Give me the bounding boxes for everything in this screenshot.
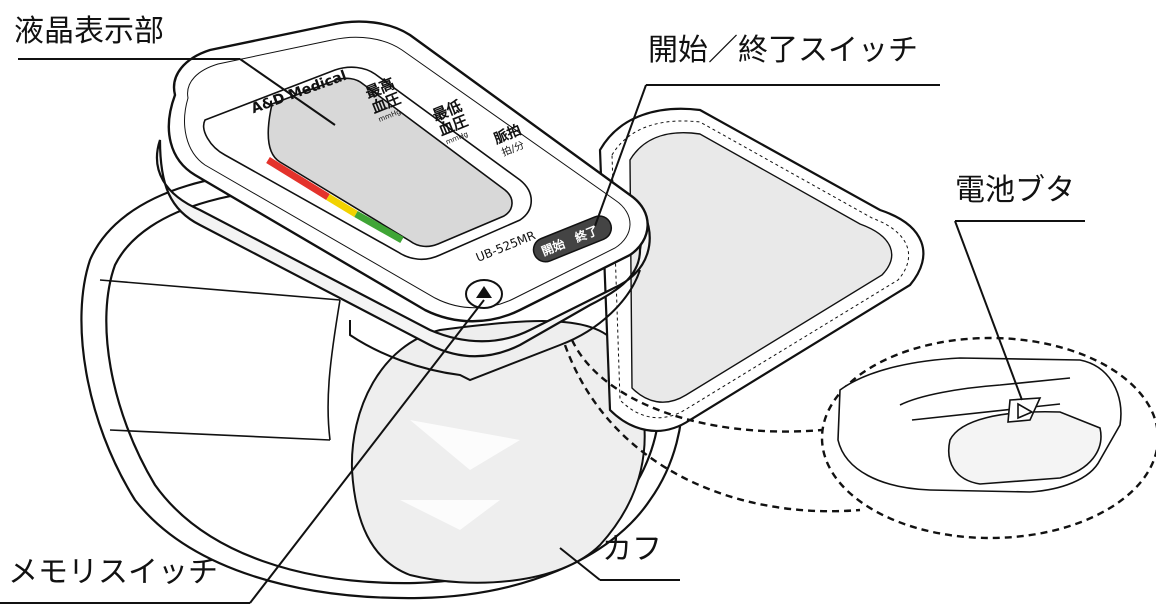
memory-triangle-icon (476, 286, 492, 298)
battery-cover-detail (837, 357, 1122, 493)
memory-switch-label: メモリスイッチ (8, 555, 218, 590)
cuff-inner-shadow-1 (410, 420, 520, 470)
cuff-label: カフ (602, 532, 662, 567)
battery-cover-label: 電池ブタ (955, 173, 1075, 208)
cuff-pad-stitch (611, 120, 909, 419)
zoom-connector-lower (563, 344, 861, 513)
indicator-green (354, 210, 404, 244)
callout-lines (0, 58, 1085, 604)
battery-cover-triangle-icon (1017, 402, 1034, 420)
unit-base-lower (349, 269, 641, 382)
start-stop-button-body[interactable] (530, 212, 615, 265)
unit-top-inner-rim (184, 36, 631, 309)
memory-button[interactable] (465, 279, 503, 309)
cuff-inner-shadow-2 (400, 500, 500, 530)
lcd-leader-line (239, 58, 336, 126)
battery-leader-line (954, 220, 1023, 401)
lcd-display-label: 液晶表示部 (14, 14, 164, 49)
start-stop-leader-line (594, 84, 647, 227)
cuff-band (80, 170, 684, 600)
cuff-pad-gray (629, 132, 893, 403)
cuff-leader-line (559, 547, 601, 581)
cuff-front-face (99, 279, 341, 441)
memory-leader-line (249, 299, 485, 604)
zoom-connector-upper (570, 339, 823, 433)
indicator-red (266, 157, 330, 200)
start-stop-switch-label: 開始／終了スイッチ (648, 33, 918, 68)
indicator-yellow (326, 194, 358, 217)
